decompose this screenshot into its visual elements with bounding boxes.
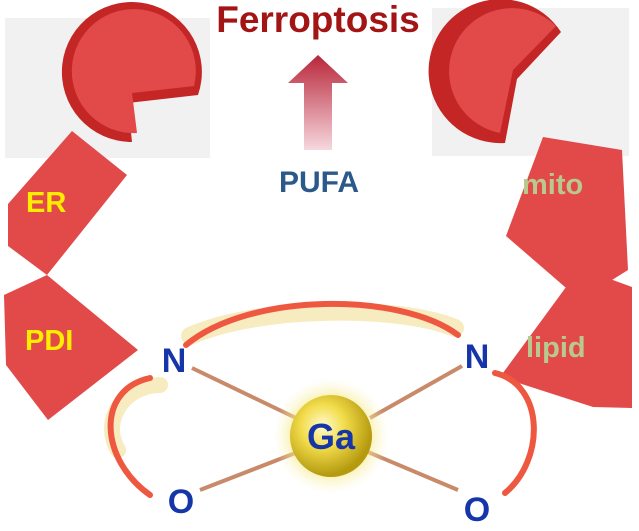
right-claw-head-icon — [428, 0, 561, 144]
ligand-left-arc — [107, 375, 153, 498]
title: Ferroptosis — [216, 0, 420, 40]
mito-block — [506, 137, 628, 300]
ligand-top-arc — [183, 301, 461, 348]
er-label: ER — [26, 187, 66, 219]
lipid-label: lipid — [526, 332, 586, 364]
pdi-block — [4, 275, 138, 420]
bond-n-right — [369, 364, 463, 420]
up-arrow-icon — [288, 55, 348, 150]
pufa-label: PUFA — [279, 166, 359, 199]
n-right-label: N — [465, 338, 490, 376]
ga-label: Ga — [307, 416, 356, 457]
o-right-label: O — [464, 491, 490, 529]
left-claw-head-icon — [61, 2, 202, 143]
pdi-label: PDI — [25, 325, 73, 357]
o-left-label: O — [168, 483, 194, 521]
lipid-block — [500, 268, 632, 408]
ligand-right-arc — [492, 370, 537, 496]
bond-n-left — [191, 366, 297, 420]
mito-label: mito — [522, 169, 583, 201]
n-left-label: N — [162, 342, 187, 380]
er-block — [8, 131, 127, 275]
ga-sphere-icon — [290, 395, 372, 477]
